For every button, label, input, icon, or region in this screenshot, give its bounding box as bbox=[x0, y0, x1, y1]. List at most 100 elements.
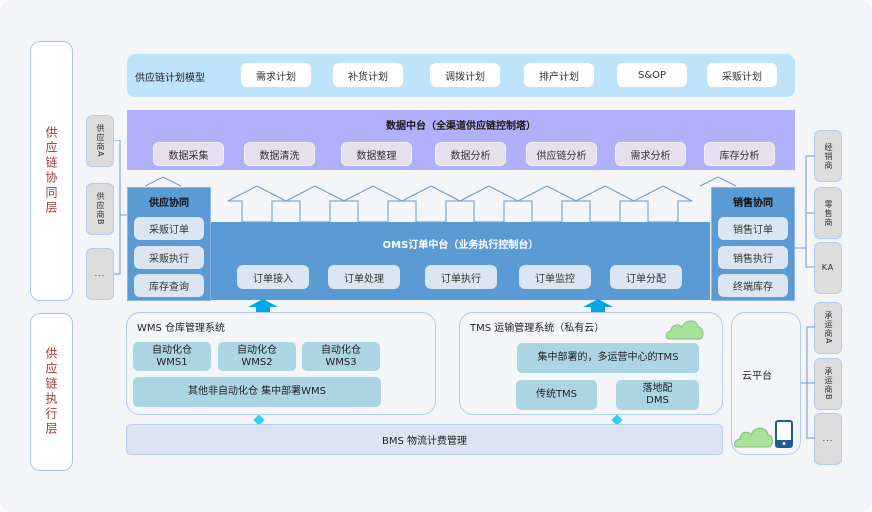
multi-center-tms-label: 集中部署的，多运营中心的TMS bbox=[537, 352, 679, 363]
sales-order[interactable]: 销售订单 bbox=[718, 217, 788, 240]
tms-to-oms-arrow bbox=[583, 299, 613, 315]
carrier-b-label: 承运商B bbox=[824, 367, 833, 401]
carrier-connector bbox=[800, 326, 815, 439]
outline-up-arrow bbox=[285, 185, 345, 223]
outline-up-arrow bbox=[517, 185, 577, 223]
demand-analysis-label: 需求分析 bbox=[630, 150, 671, 162]
carrier-a-label: 承运商A bbox=[824, 311, 833, 345]
outline-up-arrow bbox=[633, 185, 693, 223]
bms-panel[interactable]: BMS 物流计费管理 bbox=[126, 424, 723, 455]
outline-up-arrow bbox=[459, 185, 519, 223]
order-execution[interactable]: 订单执行 bbox=[425, 265, 497, 289]
data-cleaning-label: 数据清洗 bbox=[259, 150, 300, 162]
customer-ka: KA bbox=[814, 242, 842, 294]
sales-execution[interactable]: 销售执行 bbox=[718, 246, 788, 269]
layer-label-execution: 供应链执行层 bbox=[30, 313, 73, 471]
purchase-execution[interactable]: 采贩执行 bbox=[134, 246, 204, 269]
order-allocation[interactable]: 订单分配 bbox=[610, 265, 682, 289]
customer-retailer-label: 零售商 bbox=[824, 199, 833, 227]
planning-model-title: 供应链计划模型 bbox=[135, 73, 205, 84]
plan-procurement[interactable]: 采贩计划 bbox=[707, 63, 777, 87]
purchase-order[interactable]: 采贩订单 bbox=[134, 217, 204, 240]
cloud-platform-title: 云平台 bbox=[742, 371, 772, 382]
carrier-a: 承运商A bbox=[814, 302, 842, 354]
supplier-a: 供应商A bbox=[86, 115, 114, 167]
data-collection-label: 数据采集 bbox=[168, 150, 209, 162]
inventory-analysis[interactable]: 库存分析 bbox=[704, 142, 775, 166]
centralized-wms-label: 其他非自动化仓 集中部署WMS bbox=[187, 386, 327, 397]
private-cloud-icon bbox=[665, 320, 704, 340]
inventory-query-label: 库存查询 bbox=[149, 282, 189, 293]
plan-production[interactable]: 排产计划 bbox=[524, 63, 594, 87]
upward-arrows bbox=[145, 176, 737, 223]
order-monitoring[interactable]: 订单监控 bbox=[519, 265, 591, 289]
plan-procurement-label: 采贩计划 bbox=[722, 71, 762, 83]
demand-analysis[interactable]: 需求分析 bbox=[615, 142, 686, 166]
supply-collaboration-panel: 供应协同 采贩订单 采贩执行 库存查询 bbox=[127, 187, 211, 301]
outline-up-arrow bbox=[401, 185, 461, 223]
data-platform-panel: 数据中台（全渠道供应链控制塔） 数据采集 数据清洗 数据整理 数据分析 供应链分… bbox=[127, 110, 795, 170]
order-processing[interactable]: 订单处理 bbox=[328, 265, 400, 289]
order-execution-label: 订单执行 bbox=[441, 273, 481, 285]
layer-label-collaboration-text: 供应链协同层 bbox=[44, 126, 58, 216]
data-analysis[interactable]: 数据分析 bbox=[435, 142, 506, 166]
order-allocation-label: 订单分配 bbox=[626, 273, 666, 285]
plan-demand-label: 需求计划 bbox=[256, 71, 296, 83]
plan-sop[interactable]: S&OP bbox=[617, 63, 687, 87]
supply-collaboration-title: 供应协同 bbox=[149, 198, 189, 209]
oms-title: OMS订单中台（业务执行控制台） bbox=[382, 240, 539, 251]
supplier-connector bbox=[114, 140, 128, 275]
plan-production-label: 排产计划 bbox=[539, 71, 579, 83]
bms-title: BMS 物流计费管理 bbox=[381, 436, 467, 447]
plan-transfer[interactable]: 调拨计划 bbox=[430, 63, 500, 87]
plan-replenishment[interactable]: 补货计划 bbox=[333, 63, 403, 87]
supply-chain-analysis[interactable]: 供应链分析 bbox=[526, 142, 597, 166]
data-cleaning[interactable]: 数据清洗 bbox=[244, 142, 315, 166]
customer-distributor: 经销商 bbox=[814, 130, 842, 182]
centralized-wms[interactable]: 其他非自动化仓 集中部署WMS bbox=[133, 377, 381, 407]
plan-demand[interactable]: 需求计划 bbox=[241, 63, 311, 87]
data-organizing[interactable]: 数据整理 bbox=[341, 142, 412, 166]
traditional-tms-label: 传统TMS bbox=[535, 389, 578, 400]
data-platform-title: 数据中台（全渠道供应链控制塔） bbox=[386, 121, 536, 132]
customer-distributor-label: 经销商 bbox=[824, 142, 833, 170]
plan-transfer-label: 调拨计划 bbox=[445, 71, 485, 83]
supplier-more: ... bbox=[86, 248, 114, 300]
outline-up-arrow bbox=[575, 185, 635, 223]
terminal-inventory-label: 终端库存 bbox=[733, 282, 773, 293]
traditional-tms[interactable]: 传统TMS bbox=[516, 380, 597, 410]
collab-up-arrow-left bbox=[145, 176, 182, 187]
terminal-inventory[interactable]: 终端库存 bbox=[718, 274, 788, 297]
customer-connector bbox=[795, 155, 814, 268]
inventory-analysis-label: 库存分析 bbox=[719, 150, 760, 162]
supplier-more-label: ... bbox=[94, 269, 106, 278]
customer-ka-label: KA bbox=[821, 263, 835, 272]
layer-label-collaboration: 供应链协同层 bbox=[30, 41, 73, 301]
customer-retailer: 零售商 bbox=[814, 187, 842, 239]
order-intake-label: 订单接入 bbox=[253, 273, 293, 285]
multi-center-tms[interactable]: 集中部署的，多运营中心的TMS bbox=[517, 343, 699, 373]
order-monitoring-label: 订单监控 bbox=[535, 273, 575, 285]
order-processing-label: 订单处理 bbox=[344, 273, 384, 285]
plan-sop-label: S&OP bbox=[637, 69, 667, 81]
outline-up-arrow bbox=[343, 185, 403, 223]
collab-up-arrow-right bbox=[699, 176, 737, 187]
purchase-execution-label: 采贩执行 bbox=[149, 254, 189, 265]
inventory-query[interactable]: 库存查询 bbox=[134, 274, 204, 297]
cloud-platform-panel: 云平台 bbox=[731, 312, 801, 455]
supplier-b-label: 供应商B bbox=[96, 192, 105, 226]
mobile-phone-icon bbox=[775, 420, 793, 448]
purchase-order-label: 采贩订单 bbox=[149, 225, 189, 236]
cloud-icon bbox=[734, 427, 773, 448]
data-collection[interactable]: 数据采集 bbox=[153, 142, 224, 166]
oms-panel: OMS订单中台（业务执行控制台） 订单接入 订单处理 订单执行 订单监控 订单分… bbox=[211, 222, 710, 300]
order-intake[interactable]: 订单接入 bbox=[237, 265, 309, 289]
